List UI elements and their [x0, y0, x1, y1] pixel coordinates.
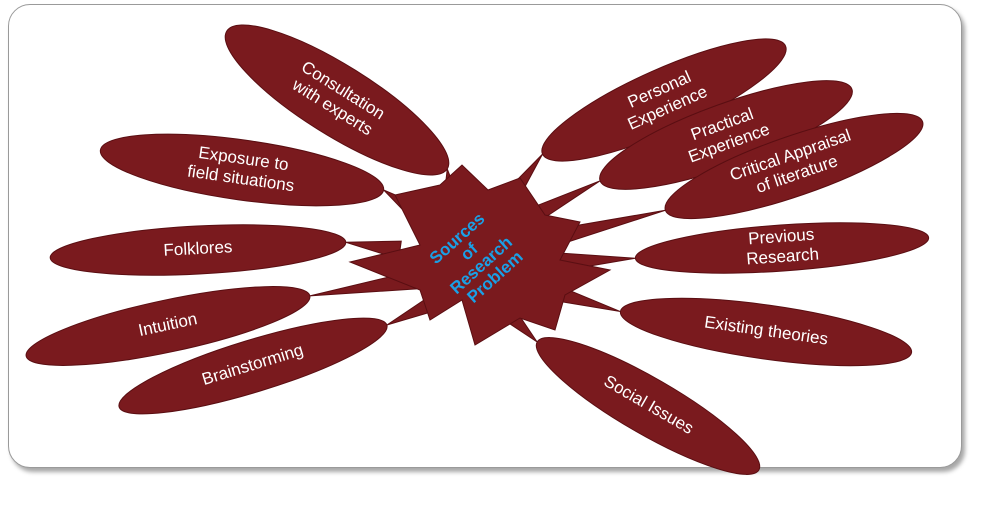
node-label-line: Folklores — [163, 238, 233, 261]
node-oval — [224, 24, 450, 176]
center-star-shape — [348, 164, 612, 346]
node-folklores: Folklores — [49, 224, 347, 276]
node-oval — [535, 337, 761, 475]
node-existing: Existing theories — [619, 297, 913, 367]
node-label: Folklores — [163, 238, 233, 261]
node-oval — [99, 133, 385, 207]
node-label: PreviousResearch — [744, 225, 819, 269]
node-brainstorming: Brainstorming — [118, 317, 388, 415]
node-oval — [118, 317, 388, 415]
node-exposure: Exposure tofield situations — [99, 133, 385, 207]
node-oval — [634, 222, 930, 274]
node-critical: Critical Appraisalof literature — [664, 112, 924, 220]
center-star — [348, 164, 612, 346]
node-consultation: Consultationwith experts — [224, 24, 450, 176]
node-oval — [49, 224, 347, 276]
node-label-line: Previous — [748, 225, 815, 249]
node-previous: PreviousResearch — [634, 222, 930, 274]
node-intuition: Intuition — [25, 286, 311, 366]
node-oval — [619, 297, 913, 367]
node-oval — [664, 112, 924, 220]
node-oval — [25, 286, 311, 366]
